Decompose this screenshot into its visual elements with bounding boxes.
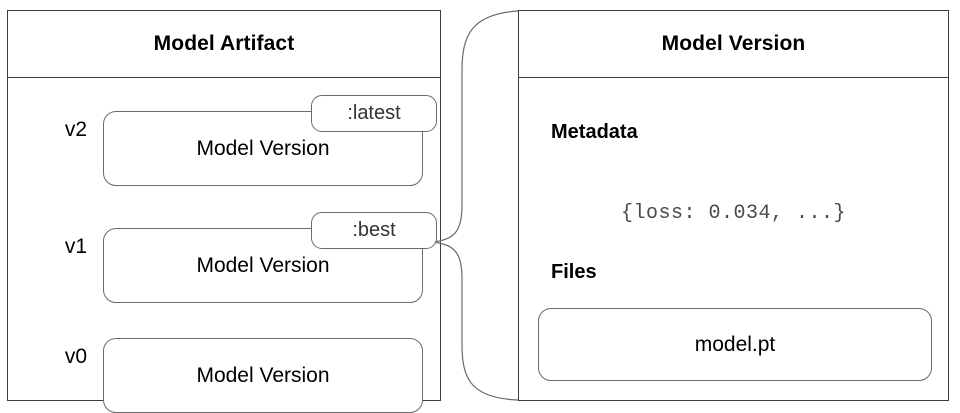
- model-version-box-label-v2: Model Version: [196, 136, 330, 160]
- file-box-label-model-pt: model.pt: [694, 332, 776, 356]
- alias-tag-best[interactable]: :best: [311, 212, 437, 249]
- model-version-box-label-v1: Model Version: [196, 253, 330, 277]
- model-artifact-body: v2 Model Version :latest v1 Model Versio…: [8, 78, 440, 413]
- metadata-value: {loss: 0.034, ...}: [620, 202, 847, 225]
- alias-tag-latest-label: :latest: [347, 102, 401, 124]
- model-version-panel: Model Version Metadata {loss: 0.034, ...…: [518, 10, 949, 401]
- version-row-v2: v2 Model Version :latest: [8, 78, 440, 188]
- file-box-model-pt[interactable]: model.pt: [538, 308, 932, 381]
- model-version-box-label-v0: Model Version: [196, 363, 330, 387]
- model-version-header: Model Version: [519, 11, 948, 78]
- alias-tag-best-label: :best: [352, 219, 396, 241]
- version-label-v1: v1: [64, 235, 88, 258]
- version-row-v0: v0 Model Version: [8, 308, 440, 413]
- version-label-v0: v0: [64, 345, 88, 368]
- model-artifact-title: Model Artifact: [153, 32, 295, 55]
- version-label-v2: v2: [64, 118, 88, 141]
- model-version-title: Model Version: [661, 32, 806, 55]
- model-version-body: Metadata {loss: 0.034, ...} Files model.…: [519, 78, 948, 400]
- files-heading: Files: [551, 261, 597, 283]
- alias-tag-latest[interactable]: :latest: [311, 95, 437, 132]
- model-artifact-header: Model Artifact: [8, 11, 440, 78]
- model-version-box-v0[interactable]: Model Version: [103, 338, 423, 413]
- version-row-v1: v1 Model Version :best: [8, 195, 440, 305]
- metadata-heading: Metadata: [551, 121, 638, 143]
- model-artifact-panel: Model Artifact v2 Model Version :latest …: [7, 10, 441, 413]
